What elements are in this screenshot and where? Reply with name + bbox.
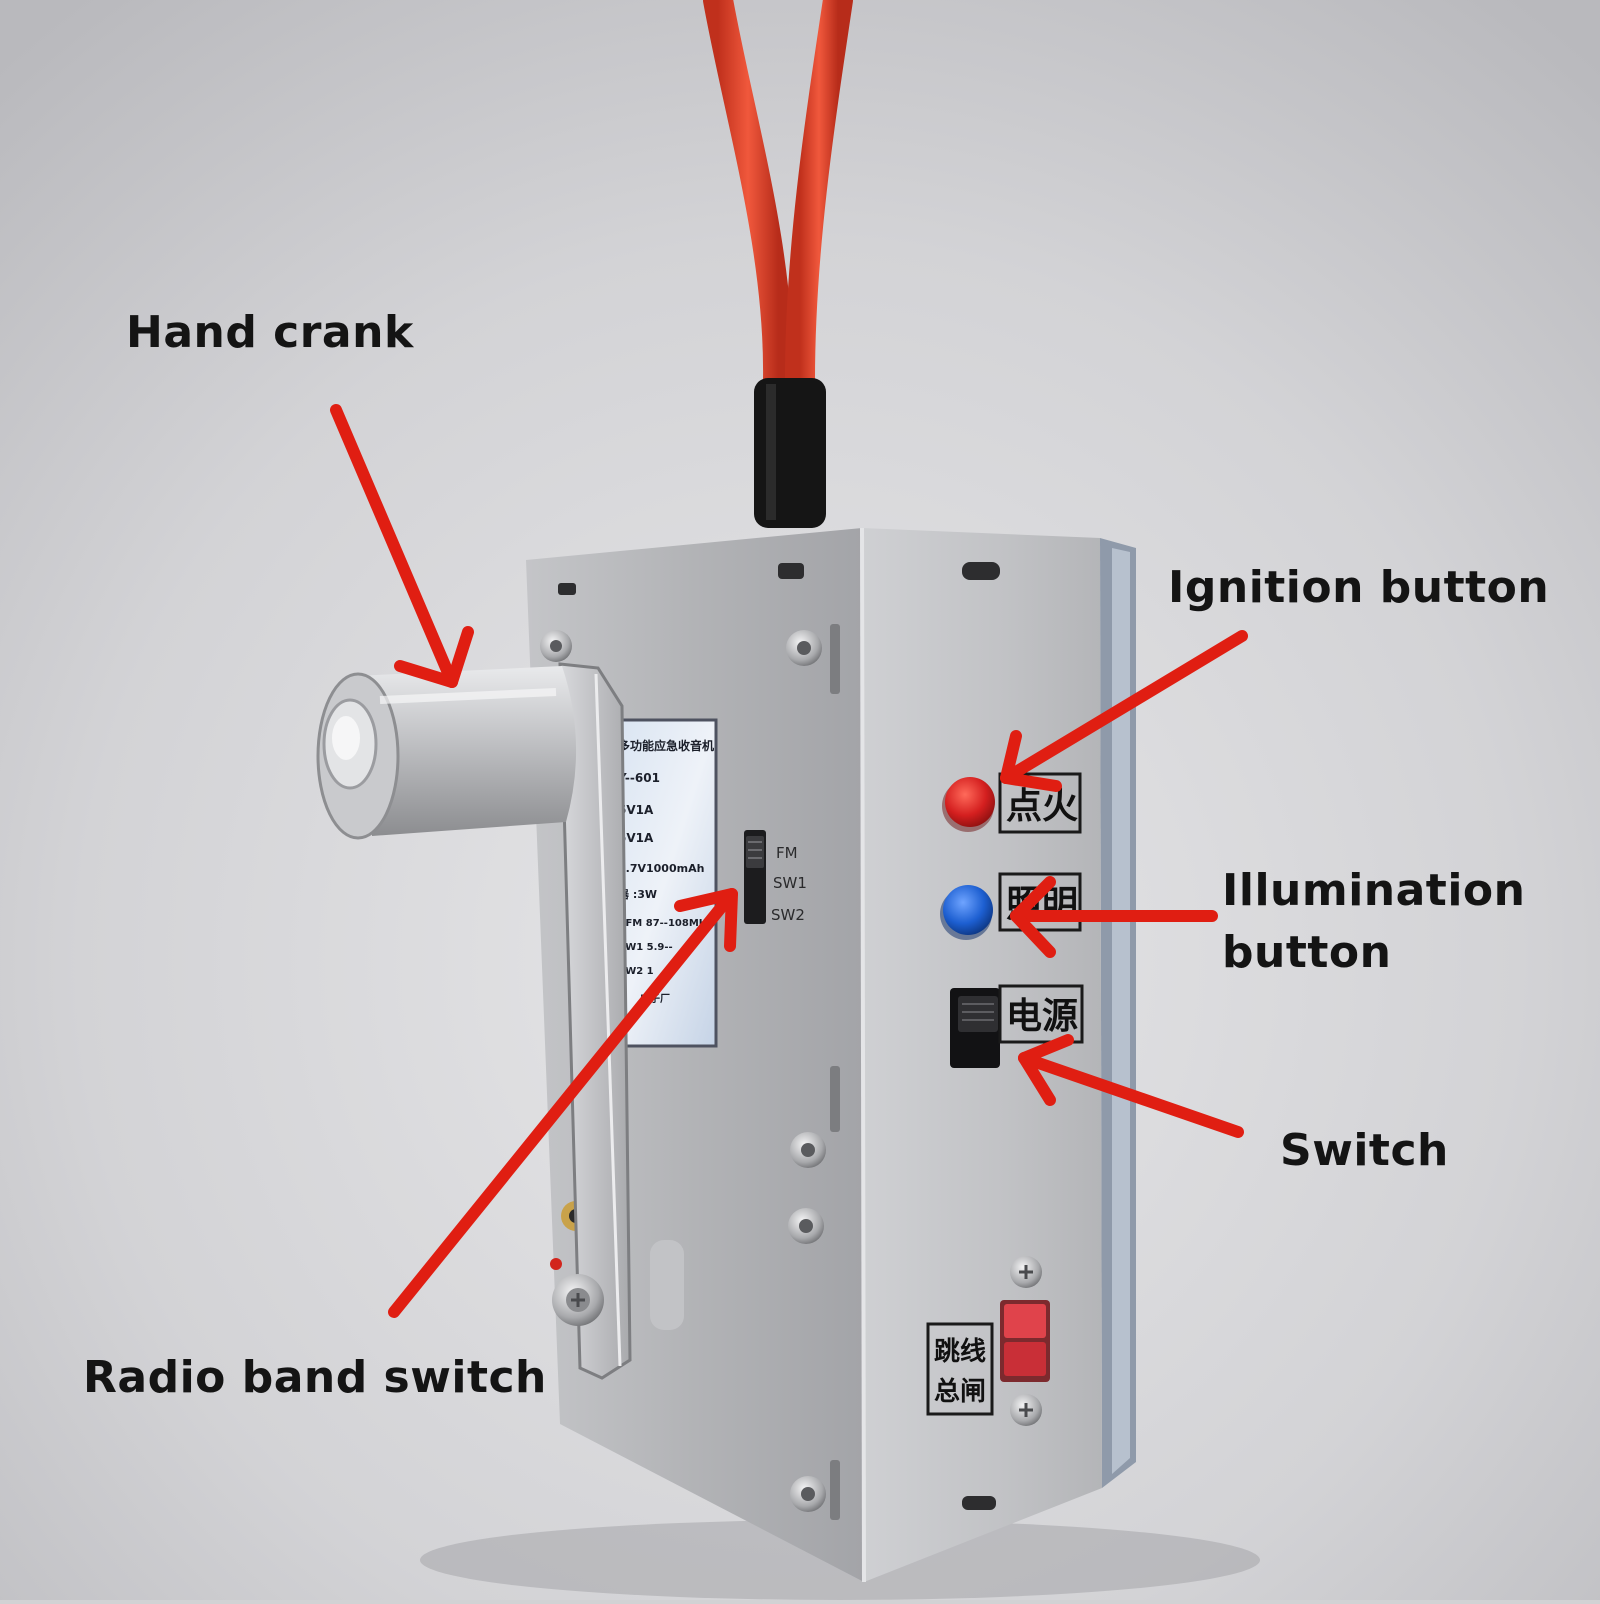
arrow-illumination: [1010, 876, 1218, 958]
svg-text:总闸: 总闸: [934, 1377, 986, 1407]
hand-crank[interactable]: [316, 662, 684, 1380]
spec-line: SW1 5.9--: [618, 942, 673, 953]
label-illumination-button: Illumination button: [1222, 860, 1525, 984]
label-radio-band-switch: Radio band switch: [83, 1352, 547, 1403]
spec-line: 多功能应急收音机: [618, 738, 714, 753]
arrow-switch: [1018, 1034, 1244, 1138]
power-label: 电源: [998, 984, 1084, 1044]
ignition-label: 点火: [998, 772, 1082, 834]
spec-line: 3.7V1000mAh: [618, 862, 704, 875]
arrow-radio-band: [388, 888, 738, 1318]
spec-line: : FM 87--108MHZ: [618, 918, 714, 929]
breaker-label: 跳线 总闸: [926, 1322, 994, 1416]
arrow-hand-crank: [330, 404, 474, 688]
spec-line: 5V1A: [618, 803, 654, 817]
svg-text:跳线: 跳线: [934, 1337, 986, 1367]
illumination-button[interactable]: [940, 885, 993, 940]
spec-line: Y--601: [617, 771, 660, 785]
label-illumination-line1: Illumination: [1222, 865, 1526, 916]
label-illumination-line2: button: [1222, 927, 1392, 978]
svg-text:点火: 点火: [1006, 786, 1078, 827]
label-ignition-button: Ignition button: [1168, 562, 1550, 613]
band-switch[interactable]: FM SW1 SW2: [744, 830, 807, 924]
band-option-fm: FM: [776, 844, 798, 862]
breaker-switch[interactable]: [1000, 1300, 1050, 1382]
band-option-sw2: SW2: [771, 906, 805, 924]
red-wires: [703, 0, 853, 395]
spec-plate: 多功能应急收音机 Y--601 5V1A 5V1A 3.7V1000mAh 器 …: [610, 718, 718, 1048]
heat-shrink-sleeve: [754, 378, 826, 528]
spec-line: 5V1A: [618, 831, 654, 845]
label-hand-crank: Hand crank: [126, 307, 414, 358]
spec-line: 器 :3W: [617, 888, 657, 901]
svg-text:电源: 电源: [1006, 996, 1078, 1037]
label-switch: Switch: [1280, 1125, 1449, 1176]
arrow-ignition: [1000, 630, 1248, 792]
ignition-button[interactable]: [942, 777, 995, 832]
band-option-sw1: SW1: [773, 874, 807, 892]
spec-line: SW2 1: [618, 966, 654, 977]
power-switch[interactable]: [950, 988, 1000, 1068]
